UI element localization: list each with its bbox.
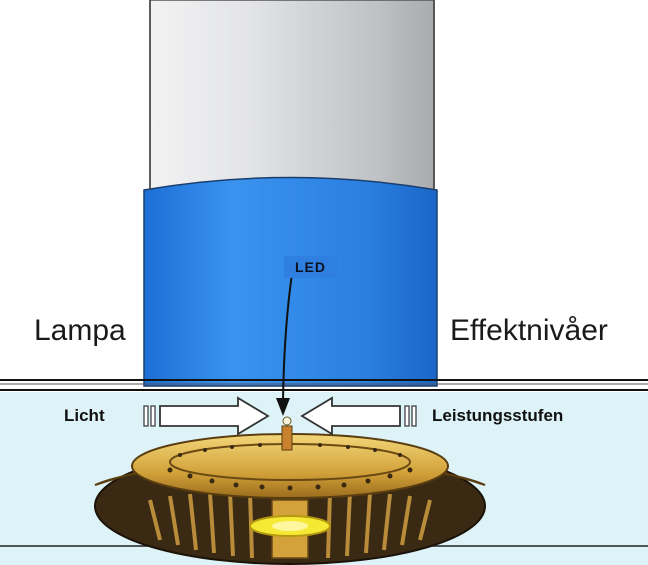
light-arrow-label: Licht (64, 406, 105, 425)
power-levels-caption: Effektnivåer (450, 314, 608, 347)
lamp-shade (143, 0, 438, 387)
shade-gray-top (149, 0, 435, 201)
lamp-caption: Lampa (34, 314, 126, 347)
arrow-left-icon (300, 396, 417, 436)
power-arrow-label: Leistungsstufen (432, 406, 564, 425)
burner-center-core (272, 521, 308, 531)
burner (94, 416, 486, 565)
arrow-right-icon (143, 396, 270, 436)
led-stem (281, 425, 293, 451)
led-dot (282, 416, 292, 426)
led-label: LED (284, 256, 337, 278)
burner-holes (167, 443, 413, 491)
arrow-down-icon (276, 273, 293, 416)
